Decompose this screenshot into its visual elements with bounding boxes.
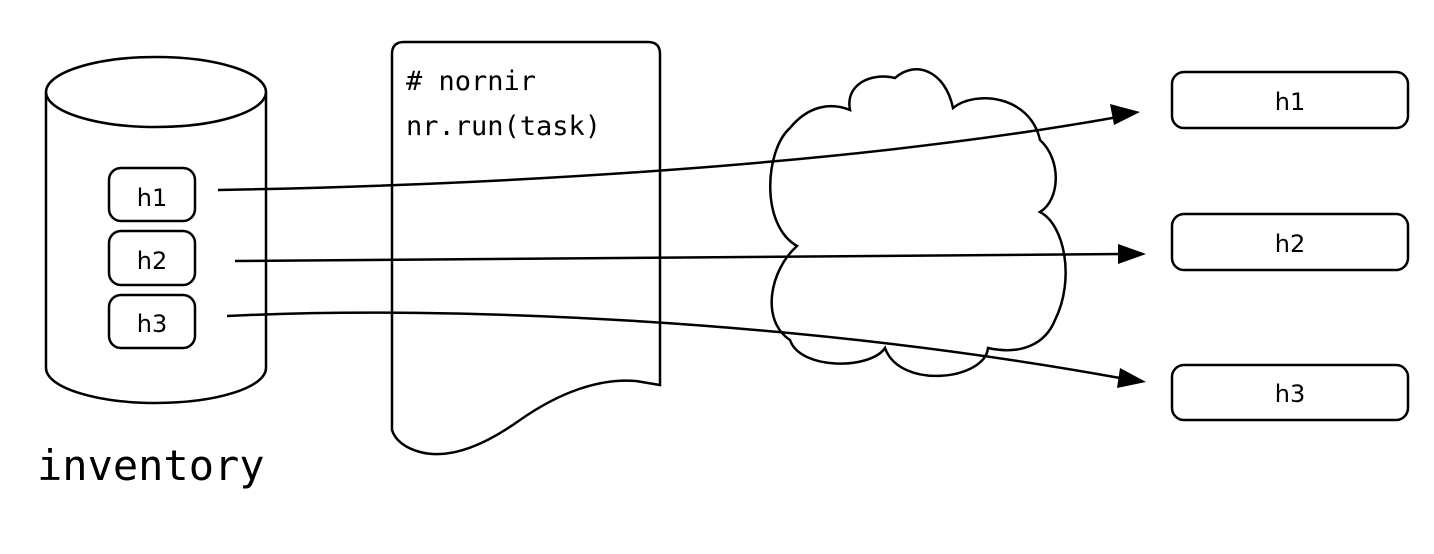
target-host-h1-label: h1: [1275, 88, 1305, 116]
inventory-host-h2: [107, 229, 197, 287]
connector-h1-arrowhead: [1110, 104, 1140, 125]
inventory-host-h1: [107, 166, 197, 223]
inventory-caption: inventory: [37, 441, 265, 490]
inventory-cylinder-top: [44, 55, 268, 129]
inventory-host-h1-label: h1: [137, 184, 167, 212]
target-host-h2-label: h2: [1275, 230, 1305, 258]
script-document: # nornir nr.run(task): [390, 40, 662, 456]
connector-h1: [217, 115, 1119, 192]
connectors: [217, 104, 1146, 388]
target-hosts: h1 h2 h3: [1170, 70, 1410, 422]
inventory-database: h1 h2 h3: [44, 55, 268, 405]
network-cloud: [769, 68, 1067, 378]
target-host-h3-label: h3: [1275, 380, 1305, 408]
inventory-host-h3: [107, 293, 197, 350]
target-host-h2: [1170, 212, 1410, 272]
connector-h2: [234, 252, 1123, 263]
connector-h3: [226, 311, 1121, 380]
connector-h2-arrowhead: [1118, 244, 1146, 264]
inventory-host-h2-label: h2: [137, 247, 167, 275]
script-line-comment: # nornir: [406, 66, 536, 97]
script-line-code: nr.run(task): [406, 111, 601, 142]
script-document-shape: [390, 40, 662, 456]
connector-h3-arrowhead: [1117, 368, 1146, 388]
target-host-h1: [1170, 70, 1410, 130]
inventory-host-h3-label: h3: [137, 310, 167, 338]
target-host-h3: [1170, 363, 1410, 422]
